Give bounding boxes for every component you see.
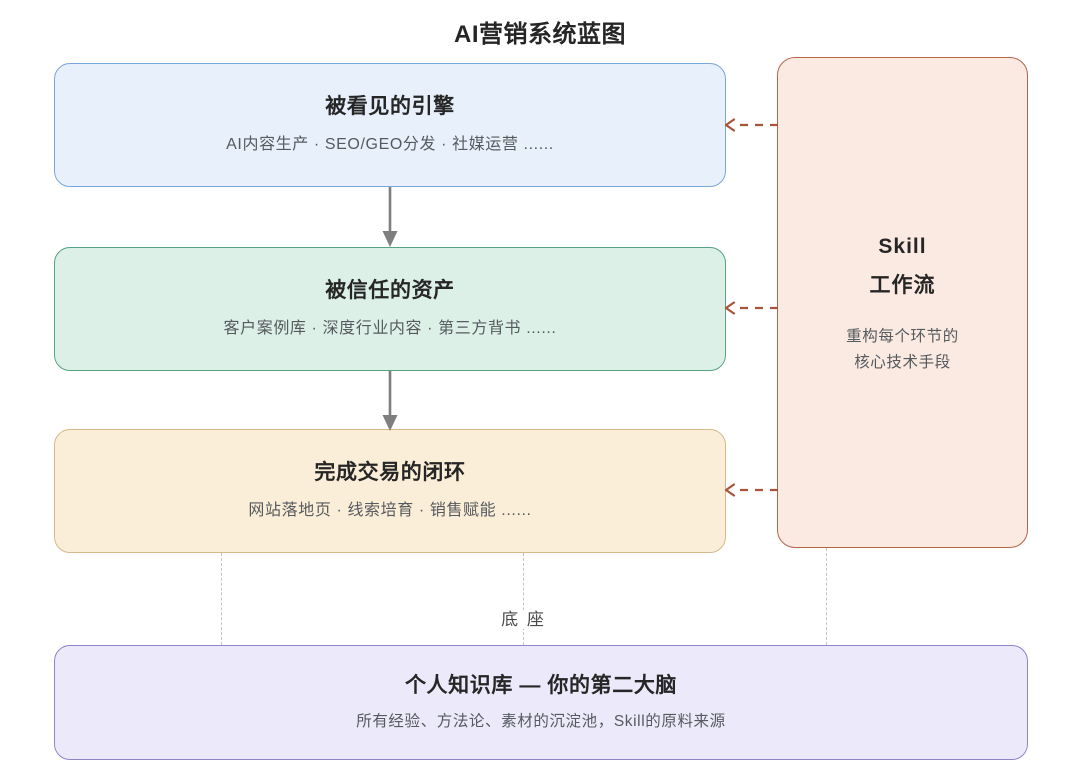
stage-title-asset: 被信任的资产 bbox=[325, 279, 455, 302]
stage-title-engine: 被看见的引擎 bbox=[325, 95, 455, 118]
stage-box-deal[interactable]: 完成交易的闭环 网站落地页 · 线索培育 · 销售赋能 ...... bbox=[54, 429, 726, 553]
stage-title-deal: 完成交易的闭环 bbox=[314, 461, 466, 484]
skill-workflow-panel[interactable]: Skill 工作流 重构每个环节的 核心技术手段 bbox=[777, 57, 1028, 548]
skill-panel-title-line1: Skill bbox=[878, 235, 927, 258]
stage-box-asset[interactable]: 被信任的资产 客户案例库 · 深度行业内容 · 第三方背书 ...... bbox=[54, 247, 726, 371]
stage-subtitle-asset: 客户案例库 · 深度行业内容 · 第三方背书 ...... bbox=[223, 320, 557, 338]
foundation-box-knowledge-base[interactable]: 个人知识库 — 你的第二大脑 所有经验、方法论、素材的沉淀池，Skill的原料来… bbox=[54, 645, 1028, 760]
dashed-left-arrow-icon bbox=[724, 301, 778, 315]
foundation-subtitle: 所有经验、方法论、素材的沉淀池，Skill的原料来源 bbox=[356, 713, 726, 731]
foundation-connector-label-text: 底 座 bbox=[500, 610, 547, 629]
stage-subtitle-engine: AI内容生产 · SEO/GEO分发 · 社媒运营 ...... bbox=[226, 136, 554, 154]
flow-down-arrow-icon bbox=[382, 187, 398, 247]
stage-box-engine[interactable]: 被看见的引擎 AI内容生产 · SEO/GEO分发 · 社媒运营 ...... bbox=[54, 63, 726, 187]
skill-panel-desc-line2: 核心技术手段 bbox=[854, 354, 951, 372]
foundation-title: 个人知识库 — 你的第二大脑 bbox=[404, 673, 678, 697]
foundation-connector-left bbox=[221, 553, 222, 645]
dashed-left-arrow-icon bbox=[724, 483, 778, 497]
flow-down-arrow-icon bbox=[382, 371, 398, 431]
stage-subtitle-deal: 网站落地页 · 线索培育 · 销售赋能 ...... bbox=[248, 502, 532, 520]
foundation-connector-middle bbox=[523, 553, 524, 645]
foundation-connector-right bbox=[826, 548, 827, 645]
skill-panel-title-line2: 工作流 bbox=[869, 273, 936, 297]
dashed-left-arrow-icon bbox=[724, 118, 778, 132]
page-title: AI营销系统蓝图 bbox=[454, 21, 626, 48]
foundation-connector-label: 底 座 bbox=[466, 605, 581, 630]
skill-panel-desc-line1: 重构每个环节的 bbox=[846, 327, 959, 345]
